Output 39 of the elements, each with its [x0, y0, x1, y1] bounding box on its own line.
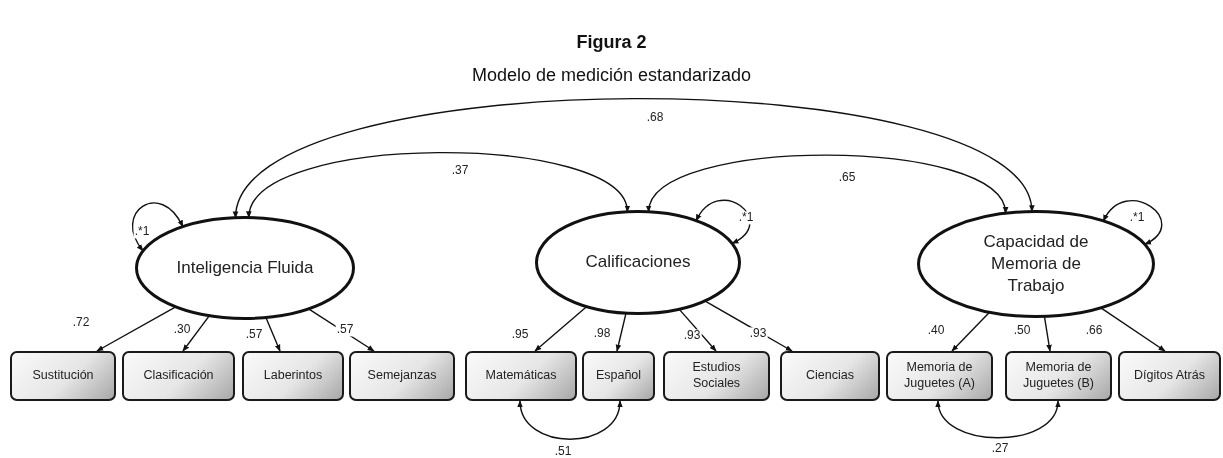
variable-name: Capacidad de Memoria de Trabajo [982, 230, 1090, 298]
observed-variable-box: Ciencias [780, 351, 880, 401]
loading-arrow [182, 315, 211, 352]
variable-name: Inteligencia Fluida [176, 256, 314, 279]
loading-arrow [678, 308, 717, 352]
observed-variable-box: Laberintos [242, 351, 344, 401]
latent-variable-ellipse [917, 210, 1155, 318]
observed-variable-box: Sustitución [10, 351, 116, 401]
loading-arrow [704, 300, 793, 352]
loading-arrow [307, 308, 375, 352]
loading-arrow [1100, 307, 1166, 352]
edge-label: .93 [748, 327, 768, 341]
covariance-arrow [647, 154, 1007, 214]
variance-loop-arrow [1102, 200, 1163, 245]
loading-arrow [951, 311, 991, 352]
loading-arrow [96, 306, 177, 352]
observed-variable-box: Dígitos Atrás [1118, 351, 1221, 401]
observed-variable-box: Español [582, 351, 655, 401]
edge-label: .51 [553, 445, 573, 458]
variance-loop-arrow [131, 202, 184, 252]
figure-title: Figura 2 [575, 32, 648, 53]
latent-variable-ellipse [535, 210, 741, 315]
observed-variable-box: Matemáticas [465, 351, 577, 401]
covariance-arrow [936, 400, 1060, 439]
observed-variable-box: Clasificación [122, 351, 235, 401]
covariance-arrow [518, 400, 622, 440]
edge-label: .*1 [737, 211, 755, 225]
edge-label: .57 [335, 323, 355, 337]
variance-loop-arrow [695, 199, 751, 245]
loading-arrow [534, 305, 588, 352]
observed-variable-box: Memoria de Juguetes (B) [1005, 351, 1112, 401]
observed-variable-box: Estudios Sociales [663, 351, 770, 401]
figure-subtitle: Modelo de medición estandarizado [470, 65, 753, 86]
latent-variable-ellipse [135, 216, 355, 320]
observed-variable-box: Memoria de Juguetes (A) [886, 351, 993, 401]
edge-label: .*1 [133, 225, 151, 239]
variable-name: Calificaciones [585, 251, 691, 274]
observed-variable-box: Semejanzas [349, 351, 455, 401]
loading-arrow [615, 312, 627, 352]
